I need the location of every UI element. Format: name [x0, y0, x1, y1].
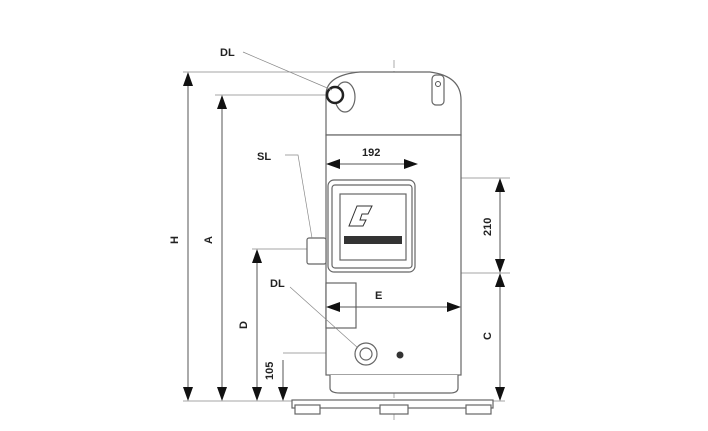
top-discharge-fitting: [325, 74, 445, 113]
label-discharge-bottom: DL: [270, 278, 285, 290]
label-suction: SL: [257, 151, 271, 163]
copeland-wordmark: [344, 236, 402, 244]
label-dim-192: 192: [362, 147, 380, 159]
copeland-logo-icon: [348, 205, 373, 227]
label-dim-a: A: [203, 236, 215, 244]
label-dim-c: C: [482, 332, 494, 340]
label-dim-105: 105: [264, 362, 276, 380]
leader-lines: [242, 51, 359, 349]
suction-fitting: [306, 237, 327, 265]
dimension-arrows: [183, 72, 505, 401]
label-dim-e: E: [375, 290, 382, 302]
label-dim-210: 210: [482, 218, 494, 236]
bottom-discharge-fitting: [354, 342, 404, 366]
label-height: H: [169, 236, 181, 244]
base-plate: [291, 399, 494, 415]
terminal-box: [327, 179, 416, 273]
label-dim-d: D: [238, 321, 250, 329]
label-discharge-top: DL: [220, 47, 235, 59]
